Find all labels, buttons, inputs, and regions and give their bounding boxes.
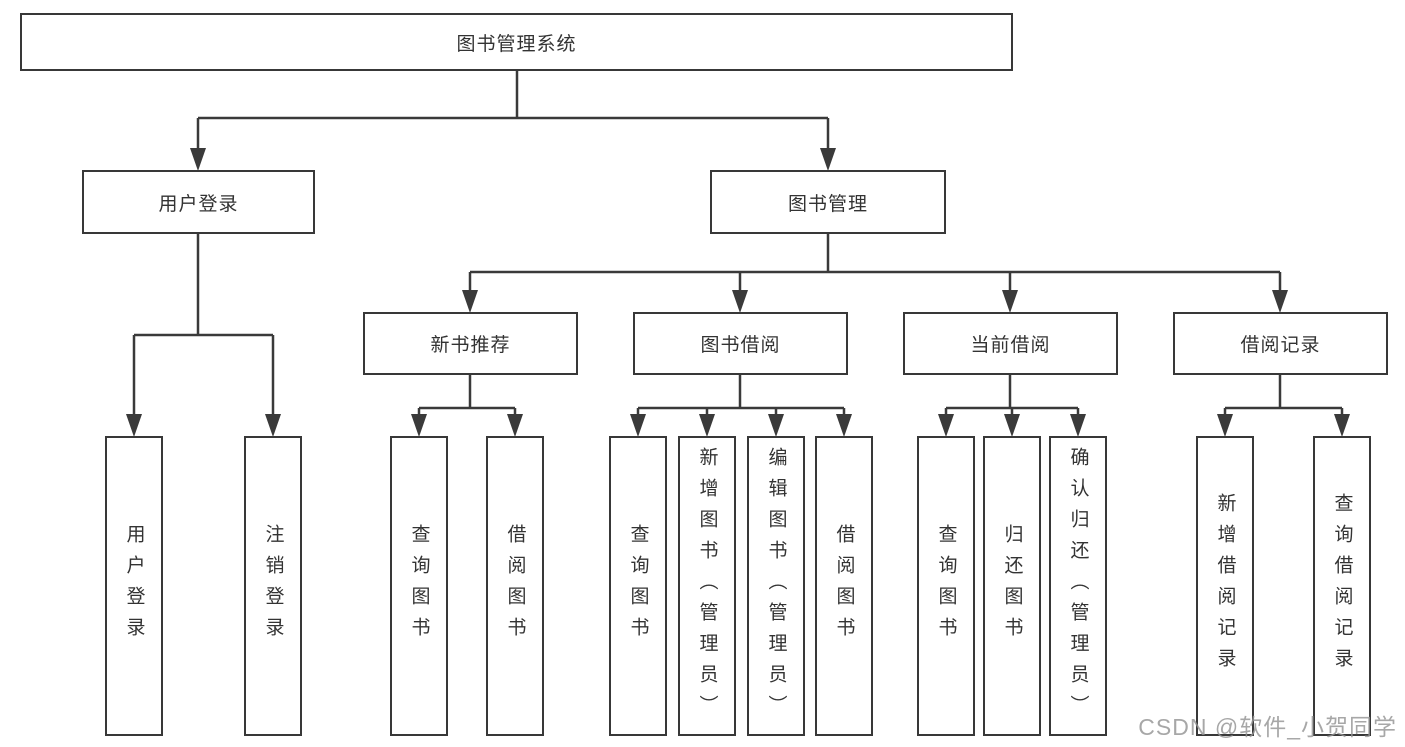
node-label: 归还图书 bbox=[1001, 524, 1023, 648]
node-label: 查询图书 bbox=[408, 524, 430, 648]
leaf-user-login: 用户登录 bbox=[105, 436, 163, 736]
leaf-query-borrow-record: 查询借阅记录 bbox=[1313, 436, 1371, 736]
node-label: 确认归还（管理员） bbox=[1067, 446, 1089, 726]
leaf-logout: 注销登录 bbox=[244, 436, 302, 736]
node-label: 注销登录 bbox=[262, 524, 284, 648]
leaf-add-borrow-record: 新增借阅记录 bbox=[1196, 436, 1254, 736]
leaf-query-books-2: 查询图书 bbox=[609, 436, 667, 736]
node-user-login: 用户登录 bbox=[82, 170, 315, 234]
node-label: 查询图书 bbox=[935, 524, 957, 648]
node-library-system: 图书管理系统 bbox=[20, 13, 1013, 71]
leaf-query-books-3: 查询图书 bbox=[917, 436, 975, 736]
csdn-watermark: CSDN @软件_小贺同学 bbox=[1138, 714, 1397, 740]
node-current-borrowing: 当前借阅 bbox=[903, 312, 1118, 375]
leaf-confirm-return-admin: 确认归还（管理员） bbox=[1049, 436, 1107, 736]
node-label: 图书借阅 bbox=[700, 335, 781, 356]
arrowheads bbox=[126, 148, 1350, 437]
node-borrowing-records: 借阅记录 bbox=[1173, 312, 1388, 375]
node-book-management: 图书管理 bbox=[710, 170, 946, 234]
node-label: 用户登录 bbox=[123, 524, 145, 648]
leaf-add-books-admin: 新增图书（管理员） bbox=[678, 436, 736, 736]
leaf-borrow-books-2: 借阅图书 bbox=[815, 436, 873, 736]
node-label: 新增借阅记录 bbox=[1214, 493, 1236, 679]
node-label: 借阅图书 bbox=[504, 524, 526, 648]
node-label: 编辑图书（管理员） bbox=[765, 446, 787, 726]
node-label: 用户登录 bbox=[158, 193, 239, 215]
node-book-borrowing: 图书借阅 bbox=[633, 312, 848, 375]
leaf-return-books: 归还图书 bbox=[983, 436, 1041, 736]
node-label: 新增图书（管理员） bbox=[696, 446, 718, 726]
node-label: 图书管理 bbox=[787, 193, 868, 215]
leaf-edit-books-admin: 编辑图书（管理员） bbox=[747, 436, 805, 736]
node-label: 图书管理系统 bbox=[456, 33, 577, 55]
node-label: 当前借阅 bbox=[970, 335, 1051, 356]
node-label: 查询图书 bbox=[627, 524, 649, 648]
leaf-query-books-1: 查询图书 bbox=[390, 436, 448, 736]
leaf-borrow-books-1: 借阅图书 bbox=[486, 436, 544, 736]
node-label: 借阅记录 bbox=[1240, 335, 1321, 356]
node-label: 新书推荐 bbox=[430, 335, 511, 356]
node-label: 借阅图书 bbox=[833, 524, 855, 648]
node-label: 查询借阅记录 bbox=[1331, 493, 1353, 679]
node-new-book-recommend: 新书推荐 bbox=[363, 312, 578, 375]
